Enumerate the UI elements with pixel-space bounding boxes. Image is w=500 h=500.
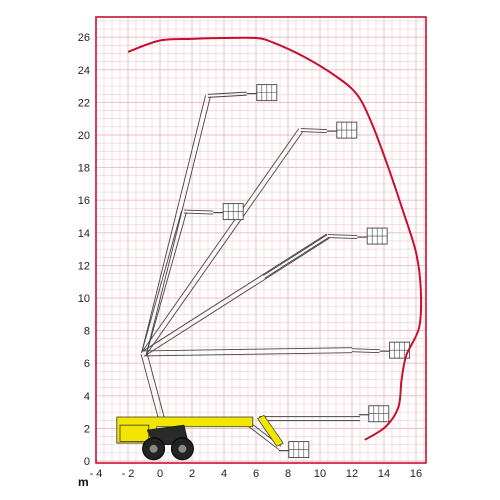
x-tick-label: 14	[378, 468, 390, 480]
jib-boom	[183, 212, 214, 215]
main-boom	[262, 234, 328, 276]
y-tick-label: 22	[78, 97, 90, 109]
y-tick-label: 10	[78, 293, 90, 305]
y-tick-label: 20	[78, 130, 90, 142]
y-tick-label: 6	[84, 358, 90, 370]
y-tick-label: 18	[78, 163, 90, 175]
lowered-jib	[257, 414, 284, 447]
main-boom	[143, 347, 352, 352]
main-boom	[141, 128, 300, 353]
boom-position	[141, 121, 358, 356]
jib-boom	[327, 237, 358, 240]
x-tick-label: - 2	[122, 468, 135, 480]
x-tick-label: 8	[285, 468, 291, 480]
x-tick-label: 10	[314, 468, 326, 480]
jib-boom	[184, 209, 214, 212]
x-tick-label: 0	[157, 468, 163, 480]
x-tick-label: 6	[253, 468, 259, 480]
jib-boom	[352, 348, 380, 351]
jib-boom	[300, 128, 327, 131]
riser-boom	[146, 352, 167, 425]
x-axis-unit-label: m	[78, 475, 89, 489]
y-tick-label: 2	[84, 423, 90, 435]
main-boom	[144, 352, 353, 357]
wheel-hub	[149, 444, 158, 453]
boom-position	[142, 227, 388, 356]
x-axis-ticks: - 4 - 2 0 2 4 6 8 10 12 14 16	[90, 468, 423, 480]
jib-boom	[328, 234, 358, 237]
main-boom	[145, 96, 211, 355]
x-tick-label: 2	[189, 468, 195, 480]
main-boom	[141, 95, 207, 353]
basket	[278, 441, 310, 459]
chart-frame	[95, 16, 427, 464]
basket	[357, 227, 388, 245]
jib-boom	[351, 351, 380, 354]
jib-boom	[207, 91, 247, 95]
main-boom	[145, 237, 330, 356]
boom-position	[141, 84, 278, 355]
boom-position	[259, 234, 390, 423]
x-tick-label: 12	[346, 468, 358, 480]
y-tick-label: 26	[78, 32, 90, 44]
basket	[326, 121, 358, 139]
aerial-lift-machine	[116, 414, 284, 461]
main-boom	[141, 210, 183, 353]
basket	[358, 405, 390, 423]
y-tick-label: 24	[78, 65, 90, 77]
y-tick-label: 4	[84, 391, 90, 403]
main-boom	[264, 236, 330, 279]
x-tick-label: - 4	[90, 468, 103, 480]
main-boom	[142, 233, 327, 352]
y-tick-label: 14	[78, 228, 90, 240]
y-tick-label: 12	[78, 260, 90, 272]
riser-boom	[140, 354, 161, 427]
y-tick-label: 16	[78, 195, 90, 207]
basket	[246, 84, 278, 102]
x-tick-label: 4	[221, 468, 227, 480]
boom-positions	[140, 84, 411, 459]
working-envelope-curve	[127, 36, 423, 441]
y-tick-label: 8	[84, 326, 90, 338]
y-tick-label: 0	[84, 456, 90, 468]
wheel-hub	[178, 444, 187, 453]
jib-boom	[300, 131, 327, 134]
jib-boom	[208, 94, 247, 98]
basket	[213, 203, 244, 221]
main-boom	[145, 131, 304, 356]
x-tick-label: 16	[410, 468, 422, 480]
boom-position	[141, 203, 244, 355]
jib-boom	[246, 424, 280, 450]
counterweight	[119, 424, 150, 442]
boom-position	[143, 341, 411, 359]
main-boom	[145, 212, 187, 355]
